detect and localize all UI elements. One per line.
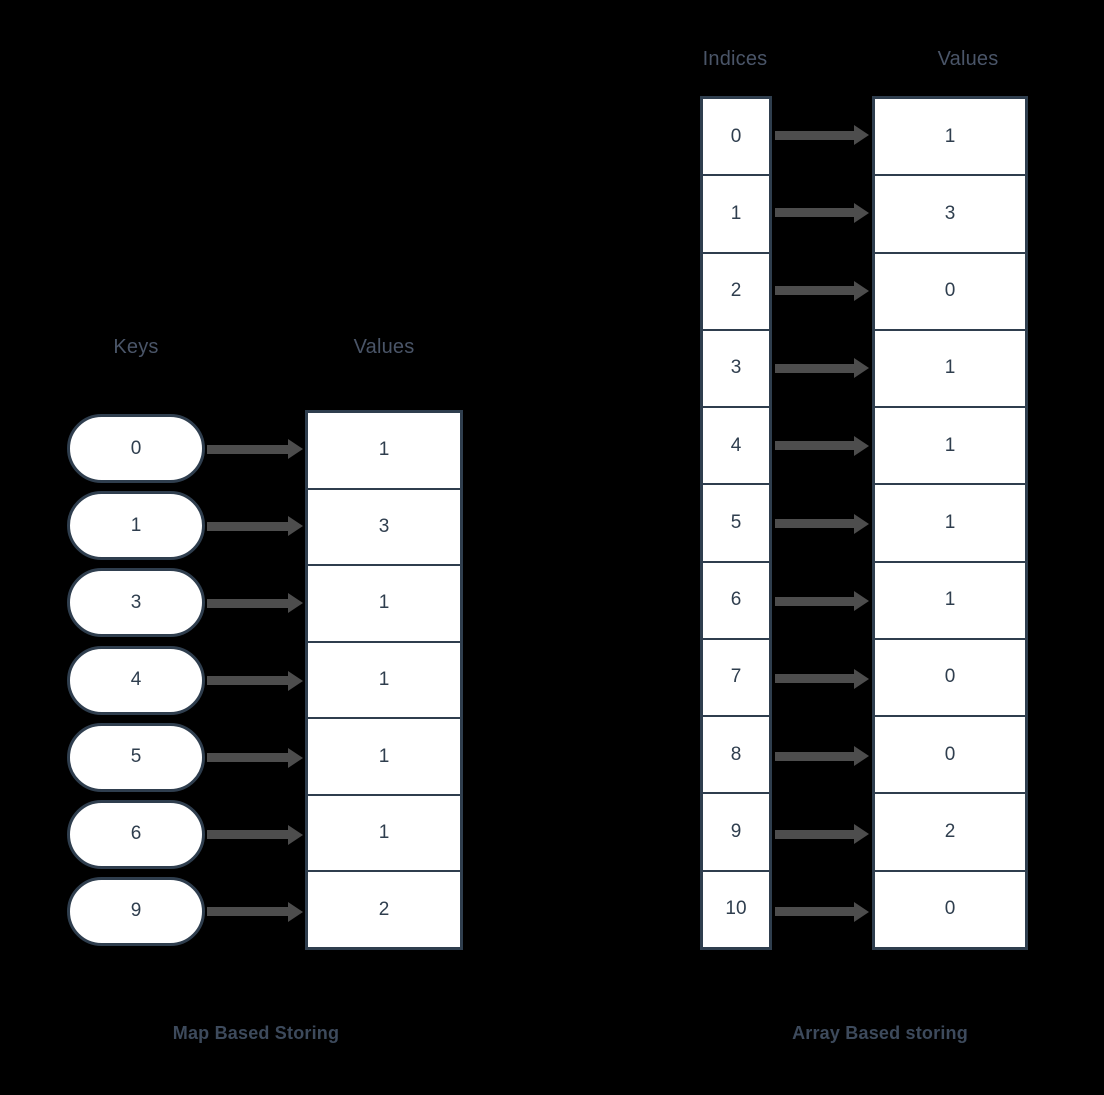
array-mapping-arrow xyxy=(775,286,855,296)
map-value-cell: 1 xyxy=(308,566,460,643)
array-index-cell: 2 xyxy=(703,253,769,331)
array-mapping-arrow xyxy=(775,519,855,528)
map-value-cell: 1 xyxy=(308,719,460,796)
array-value-cell: 1 xyxy=(875,485,1025,563)
array-index-cell: 10 xyxy=(703,871,769,947)
map-mapping-arrow xyxy=(207,598,289,608)
map-key-pill: 5 xyxy=(67,722,205,792)
array-index-cell: 0 xyxy=(703,99,769,177)
array-mapping-arrow xyxy=(775,363,855,373)
map-based-storing-caption: Map Based Storing xyxy=(172,1023,340,1043)
map-key-pill: 6 xyxy=(67,799,205,869)
array-index-cell: 5 xyxy=(703,485,769,563)
array-index-cell: 9 xyxy=(703,794,769,872)
map-key-pill: 1 xyxy=(67,491,205,561)
map-mapping-arrow xyxy=(207,521,289,531)
array-index-cell: 1 xyxy=(703,176,769,254)
map-value-cell: 3 xyxy=(308,489,460,567)
array-index-cell: 4 xyxy=(703,408,769,486)
map-key-pill: 0 xyxy=(67,414,205,484)
array-value-cell: 0 xyxy=(875,253,1025,331)
map-mapping-arrow xyxy=(207,444,289,454)
map-value-cell: 1 xyxy=(308,795,460,873)
array-mapping-arrow xyxy=(775,907,855,917)
array-index-cell: 8 xyxy=(703,717,769,795)
map-mapping-arrow xyxy=(207,830,289,840)
map-value-cell: 1 xyxy=(308,413,460,490)
map-key-pill: 9 xyxy=(67,876,205,946)
array-value-cell: 1 xyxy=(875,330,1025,409)
map-mapping-arrow xyxy=(207,676,289,685)
array-value-cell: 0 xyxy=(875,717,1025,795)
array-mapping-arrow xyxy=(775,751,855,761)
array-value-cell: 0 xyxy=(875,871,1025,947)
array-value-cell: 1 xyxy=(875,562,1025,640)
array-value-cell: 1 xyxy=(875,408,1025,486)
map-key-pill: 4 xyxy=(67,645,205,715)
array-mapping-arrow xyxy=(775,596,855,606)
array-index-cell: 6 xyxy=(703,562,769,640)
array-index-cell: 3 xyxy=(703,330,769,409)
array-value-cell: 3 xyxy=(875,176,1025,254)
map-mapping-arrow xyxy=(207,753,289,763)
array-value-cell: 1 xyxy=(875,99,1025,177)
array-mapping-arrow xyxy=(775,829,855,839)
array-value-cell: 0 xyxy=(875,639,1025,718)
array-index-cell: 7 xyxy=(703,639,769,718)
map-value-cell: 1 xyxy=(308,642,460,720)
array-indices-header: Indices xyxy=(702,48,768,70)
map-mapping-arrow xyxy=(207,907,289,917)
array-mapping-arrow xyxy=(775,441,855,451)
array-values-header: Values xyxy=(937,48,999,70)
map-values-header: Values xyxy=(353,336,415,358)
array-mapping-arrow xyxy=(775,130,855,140)
array-value-cell: 2 xyxy=(875,794,1025,872)
array-mapping-arrow xyxy=(775,674,855,684)
map-keys-header: Keys xyxy=(113,336,159,358)
array-based-storing-caption: Array Based storing xyxy=(792,1023,968,1043)
array-mapping-arrow xyxy=(775,208,855,218)
map-value-cell: 2 xyxy=(308,872,460,948)
map-key-pill: 3 xyxy=(67,568,205,638)
